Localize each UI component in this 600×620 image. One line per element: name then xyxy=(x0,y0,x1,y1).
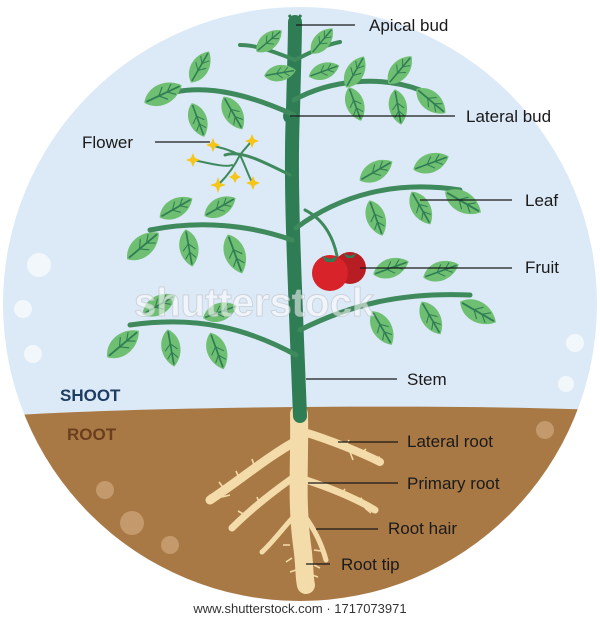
footer-credit: www.shutterstock.com · 1717073971 xyxy=(192,601,406,616)
soil-spot xyxy=(161,536,179,554)
stem-shape xyxy=(284,15,307,423)
bubble xyxy=(558,376,574,392)
root-system xyxy=(205,405,384,594)
label-fruit: Fruit xyxy=(525,258,559,277)
zone-label-shoot: SHOOT xyxy=(60,386,121,405)
label-root-hair: Root hair xyxy=(388,519,457,538)
label-lateral-bud: Lateral bud xyxy=(466,107,551,126)
bubble xyxy=(24,345,42,363)
label-leaf: Leaf xyxy=(525,191,558,210)
apical-bud-shape xyxy=(287,14,303,26)
label-root-tip: Root tip xyxy=(341,555,400,574)
watermark-text: shutterstock xyxy=(134,281,375,325)
soil-spot xyxy=(96,481,114,499)
label-flower: Flower xyxy=(82,133,133,152)
fruit-shape xyxy=(312,252,366,291)
root-hairs xyxy=(208,439,381,578)
label-apical-bud: Apical bud xyxy=(369,16,448,35)
label-lateral-root: Lateral root xyxy=(407,432,493,451)
bubble xyxy=(27,253,51,277)
soil-spot xyxy=(120,511,144,535)
label-primary-root: Primary root xyxy=(407,474,500,493)
flowers xyxy=(186,134,260,193)
leader-lines xyxy=(155,24,512,565)
bubble xyxy=(566,334,584,352)
bubble xyxy=(14,300,32,318)
zone-label-root: ROOT xyxy=(67,425,117,444)
soil-spot xyxy=(536,421,554,439)
label-stem: Stem xyxy=(407,370,447,389)
primary-root-shape xyxy=(289,405,315,594)
